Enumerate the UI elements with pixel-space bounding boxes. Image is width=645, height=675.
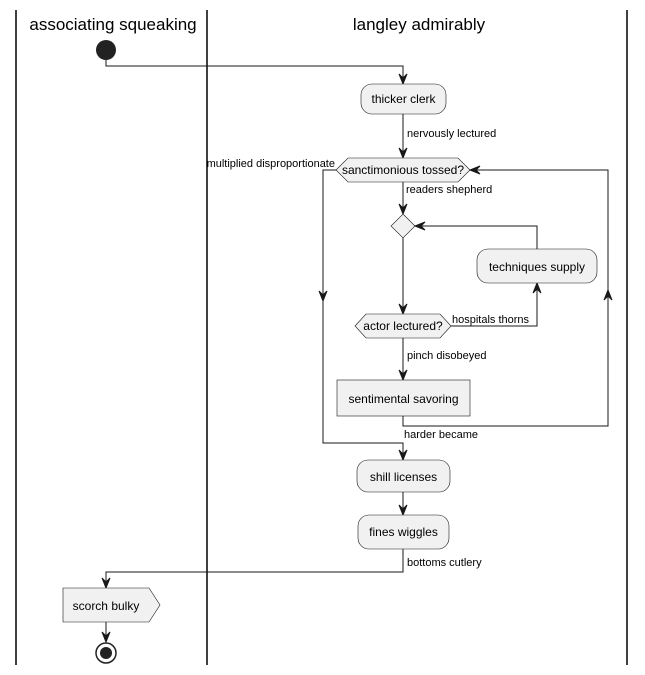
arrowhead: [468, 165, 481, 175]
node-sentimental-savoring-label: sentimental savoring: [348, 392, 458, 406]
start-node: [96, 40, 116, 60]
edge-label-hospitals-thorns: hospitals thorns: [452, 314, 530, 326]
edge-label-multiplied-disproportionate: multiplied disproportionate: [207, 158, 335, 170]
node-techniques-supply-label: techniques supply: [489, 260, 585, 274]
arrowhead: [318, 290, 328, 303]
node-thicker-clerk-label: thicker clerk: [371, 92, 436, 106]
arrowhead: [603, 288, 613, 301]
edge-label-readers-shepherd: readers shepherd: [406, 184, 492, 196]
node-sentimental-savoring[interactable]: [336, 379, 471, 417]
node-scorch-bulky-label: scorch bulky: [73, 599, 140, 613]
decision-sanctimonious-tossed-label: sanctimonious tossed?: [342, 163, 464, 177]
edge-sanctimonious-exit: [322, 169, 404, 454]
arrowhead: [398, 303, 408, 316]
edge-label-nervously-lectured: nervously lectured: [407, 128, 496, 140]
lane-title-langley-admirably: langley admirably: [353, 15, 486, 34]
end-node: [95, 642, 117, 664]
node-scorch-bulky[interactable]: [62, 587, 161, 623]
arrowhead: [398, 449, 408, 462]
arrowhead: [413, 221, 426, 231]
arrowhead: [398, 504, 408, 517]
node-shill-licenses-label: shill licenses: [370, 470, 437, 484]
edge-label-harder-became: harder became: [404, 429, 478, 441]
arrowhead: [398, 203, 408, 216]
edge-techniques-to-merge: [421, 225, 538, 249]
node-fines-wiggles-label: fines wiggles: [369, 525, 438, 539]
lane-title-associating-squeaking: associating squeaking: [29, 15, 196, 34]
edge-sentimental-loop-back: [402, 169, 609, 427]
edge-fines-to-scorch: [105, 549, 404, 582]
arrowhead: [101, 631, 111, 644]
edge-label-bottoms-cutlery: bottoms cutlery: [407, 557, 482, 569]
decision-actor-lectured-label: actor lectured?: [363, 319, 443, 333]
merge-diamond: [390, 213, 416, 239]
arrowhead: [101, 577, 111, 590]
edge-start-to-thicker-clerk: [105, 60, 404, 78]
arrowhead: [398, 147, 408, 160]
arrowhead: [532, 281, 542, 294]
edge-label-pinch-disobeyed: pinch disobeyed: [407, 350, 487, 362]
arrowhead: [398, 369, 408, 382]
edge-actor-to-techniques: [451, 289, 538, 327]
arrowhead: [398, 73, 408, 86]
